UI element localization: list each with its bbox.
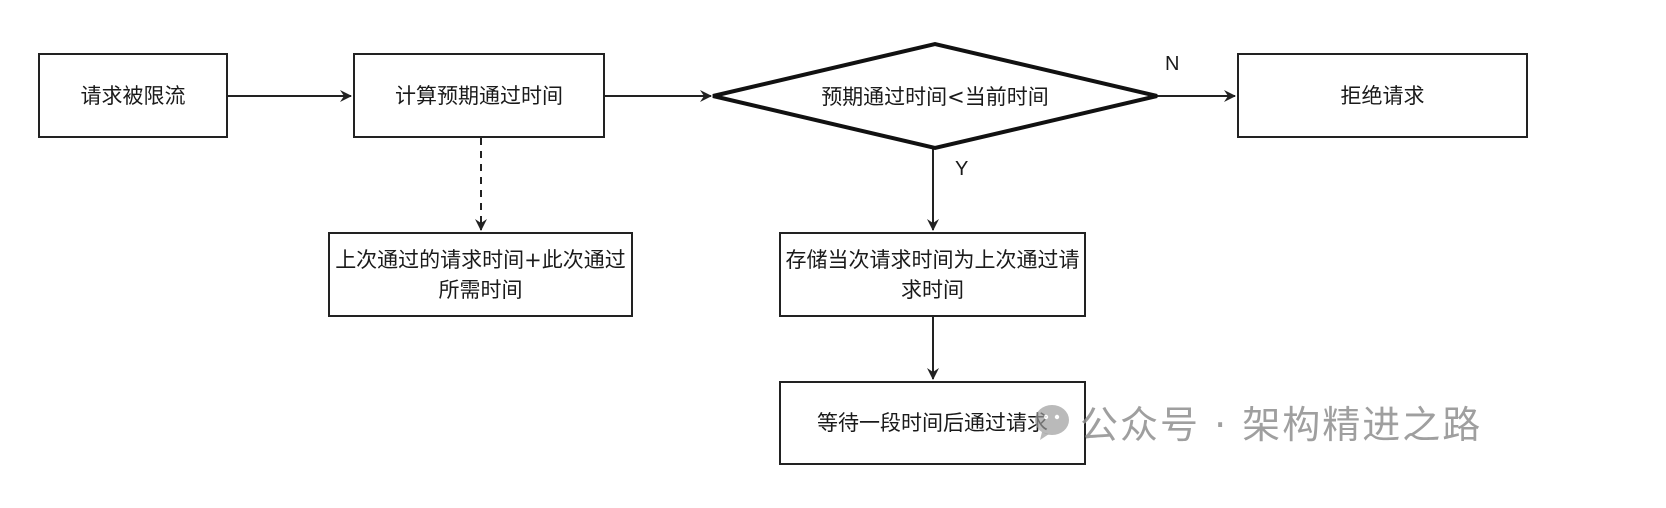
node-formula-label: 上次通过的请求时间+此次通过所需时间: [335, 247, 626, 302]
watermark: 公众号 · 架构精进之路: [1032, 394, 1482, 449]
edge-label-no: N: [1165, 53, 1180, 75]
node-reject-request: 拒绝请求: [1237, 53, 1528, 138]
decision-diamond: [712, 41, 1158, 151]
node-wait-pass-label: 等待一段时间后通过请求: [817, 411, 1048, 435]
node-calc-expected-time: 计算预期通过时间: [353, 53, 605, 138]
node-wait-pass: 等待一段时间后通过请求: [779, 381, 1086, 465]
edge-label-yes: Y: [955, 158, 969, 180]
node-formula: 上次通过的请求时间+此次通过所需时间: [328, 232, 633, 317]
wechat-icon: [1032, 402, 1076, 442]
node-calc-expected-time-label: 计算预期通过时间: [395, 83, 563, 108]
node-request-limited-label: 请求被限流: [80, 83, 186, 108]
node-request-limited: 请求被限流: [38, 53, 228, 138]
node-store-time-label: 存储当次请求时间为上次通过请求时间: [785, 247, 1080, 302]
decision-text: 预期通过时间<当前时间: [821, 85, 1049, 109]
node-reject-request-label: 拒绝请求: [1340, 83, 1425, 108]
watermark-text: 公众号 · 架构精进之路: [1080, 403, 1483, 447]
decision-label: 预期通过时间<当前时间: [760, 76, 1110, 116]
node-store-time: 存储当次请求时间为上次通过请求时间: [779, 232, 1086, 317]
